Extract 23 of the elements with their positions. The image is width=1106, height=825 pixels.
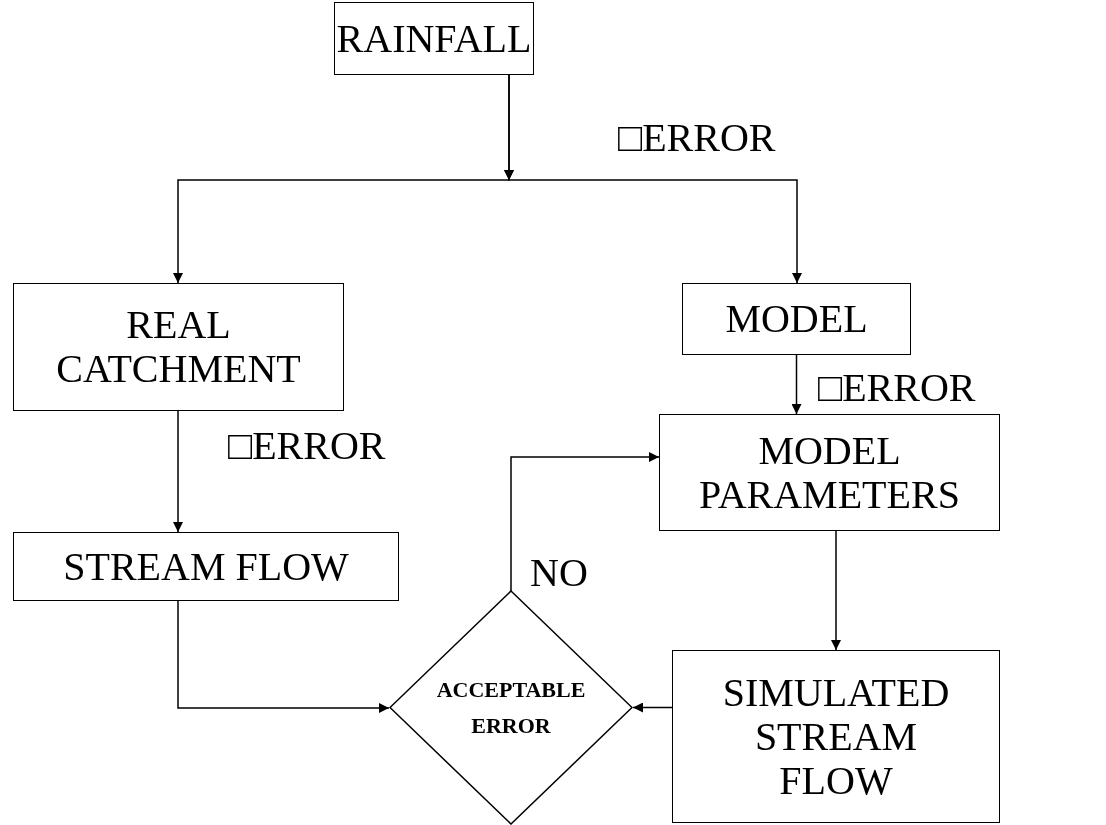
- arrow: [173, 410, 183, 533]
- decision-diamond: [389, 590, 633, 825]
- node-label: ACCEPTABLE ERROR: [435, 676, 587, 740]
- node-label: RAINFALL: [336, 16, 532, 61]
- error-label: □ERROR: [228, 426, 386, 466]
- arrow: [177, 600, 390, 713]
- arrow: [791, 354, 802, 415]
- node-label: REAL CATCHMENT: [55, 303, 302, 391]
- process-box: [334, 2, 534, 75]
- error-label: □ERROR: [818, 368, 976, 408]
- process-box: [13, 532, 399, 601]
- node-label: SIMULATED STREAM FLOW: [721, 670, 951, 803]
- process-box: [13, 283, 344, 411]
- process-box: [682, 283, 911, 355]
- arrow: [504, 74, 802, 284]
- node-label: MODEL: [725, 297, 868, 341]
- arrow: [632, 702, 673, 713]
- process-box: [659, 414, 1000, 531]
- error-label: □ERROR: [618, 118, 776, 158]
- arrow: [831, 530, 841, 651]
- process-box: [672, 650, 1000, 823]
- node-label: STREAM FLOW: [63, 544, 349, 589]
- node-label: MODEL PARAMETERS: [698, 428, 961, 517]
